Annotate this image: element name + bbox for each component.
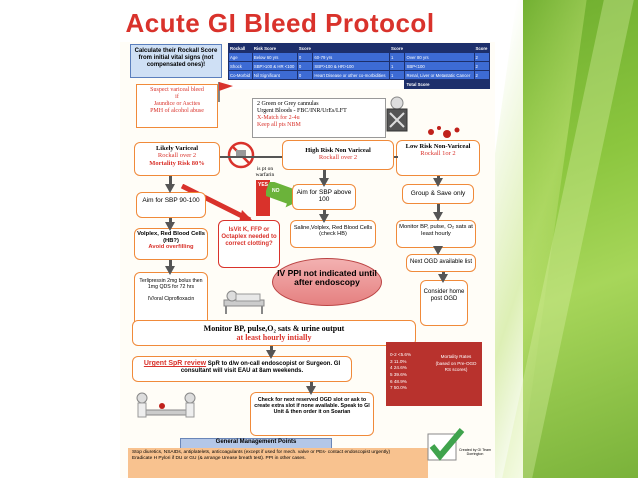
flow-arrow xyxy=(323,210,326,216)
urgent-spr-label: Urgent SpR review xyxy=(143,360,207,367)
table-header: Rockall xyxy=(228,43,253,53)
red-flag-icon xyxy=(218,82,233,102)
group-save-box: Group & Save only xyxy=(402,184,474,204)
table-header: Risk Score xyxy=(251,43,298,53)
credit-text: Created by GI Team Dorrington xyxy=(458,448,492,457)
blood-drops-icon xyxy=(428,126,460,138)
mortality-label: Mortality Rates (based on Pre-OGD RS sco… xyxy=(435,354,477,373)
urgent-spr-box: Urgent SpR review SpR to d/w on-call end… xyxy=(132,356,352,382)
consider-home-box: Consider home post OGD xyxy=(420,280,468,326)
flow-arrowhead xyxy=(266,350,276,359)
flow-arrow xyxy=(169,260,172,268)
saline-volplex-box: Saline,Volplex, Red Blood Cells (check H… xyxy=(290,220,376,248)
next-ogd-box: Next OGD available list xyxy=(406,254,476,272)
slide-title: Acute GI Bleed Protocol xyxy=(125,8,435,38)
table-header: Score xyxy=(473,43,490,53)
warfarin-stop-icon xyxy=(227,141,255,169)
terlipressin-box: Terlipressin 2mg bolus then 1mg QDS for … xyxy=(134,272,208,328)
flow-arrow xyxy=(437,204,440,214)
flow-arrowhead xyxy=(165,222,175,231)
total-score-label: Total Score xyxy=(404,79,475,89)
check-ogd-slot-box: Check for next reserved OGD slot or ask … xyxy=(250,392,374,436)
decorative-green-stripe xyxy=(523,0,638,478)
volplex-box: Volplex, Red Blood Cells (HB?) Avoid ove… xyxy=(134,228,208,260)
mortality-score-list: 0-2 <5.6% 3 11.0% 4 24.6% 5 39.6% 6 48.9… xyxy=(390,352,412,391)
flow-arrowhead xyxy=(165,184,175,193)
table-header: Score xyxy=(389,43,406,53)
cannulas-box: 2 Green or Grey cannulas Urgent Bloods -… xyxy=(252,98,386,138)
flow-arrowhead xyxy=(319,214,329,223)
suspect-variceal-box: Suspect variceal bleed if Jaundice or As… xyxy=(136,84,218,128)
monitor-hourly-box: Monitor BP, pulse, O₂ sats at least hour… xyxy=(396,220,476,248)
flow-arrowhead xyxy=(438,274,448,283)
rockall-score-table: Rockall Risk Score Score Score Score Age… xyxy=(228,43,490,89)
high-risk-nonvariceal-box: High Risk Non Variceal Rockall over 2 xyxy=(282,140,394,170)
yes-arrow xyxy=(256,180,270,216)
aim-sbp-90-100-box: Aim for SBP 90-100 xyxy=(136,192,206,218)
table-header xyxy=(312,43,391,53)
yes-label: YES xyxy=(257,182,268,188)
patient-bed-icon xyxy=(223,290,265,314)
flow-arrowhead xyxy=(433,246,443,255)
vitk-question-box: IsVit K, FFP or Octaplex needed to corre… xyxy=(218,220,280,268)
warfarin-question: is pt on warfarin xyxy=(255,166,275,179)
flow-connector xyxy=(220,156,282,158)
flow-arrowhead xyxy=(433,212,443,221)
flow-arrowhead xyxy=(165,266,175,275)
table-header: Score xyxy=(296,43,314,53)
flow-connector xyxy=(394,156,398,158)
ppi-not-indicated-oval: IV PPI not indicated until after endosco… xyxy=(272,258,382,306)
table-header xyxy=(404,43,475,53)
general-management-body: Stop diuretics, NSAIDs, antiplatelets, a… xyxy=(128,448,428,478)
low-risk-nonvariceal-box: Low Risk Non-Variceal Rockall 1or 2 xyxy=(396,140,480,176)
people-stretcher-icon xyxy=(136,392,196,418)
suspect-title: Suspect variceal bleed xyxy=(150,87,204,93)
flow-arrowhead xyxy=(306,386,316,395)
flow-arrowhead xyxy=(433,178,443,187)
calculate-rockall-box: Calculate their Rockall Score from initi… xyxy=(130,44,222,78)
flow-arrowhead xyxy=(319,178,329,187)
protocol-poster: Calculate their Rockall Score from initi… xyxy=(120,42,495,478)
likely-variceal-box: Likely Variceal Rockall over 2 Mortality… xyxy=(134,142,220,176)
checkmark-icon xyxy=(427,428,465,461)
green-no-arrow xyxy=(266,182,301,208)
person-with-xray-icon xyxy=(386,96,408,132)
no-label: NO xyxy=(272,188,280,194)
table-row: Total Score xyxy=(228,79,490,89)
flow-arrow xyxy=(323,170,326,180)
flow-arrow xyxy=(169,218,172,224)
flow-arrow xyxy=(169,176,172,188)
aim-sbp-above-100-box: Aim for SBP above 100 xyxy=(292,184,356,210)
mortality-rates-box: 0-2 <5.6% 3 11.0% 4 24.6% 5 39.6% 6 48.9… xyxy=(386,342,482,406)
monitor-main-box: Monitor BP, pulse,O₂ sats & urine output… xyxy=(132,320,416,346)
